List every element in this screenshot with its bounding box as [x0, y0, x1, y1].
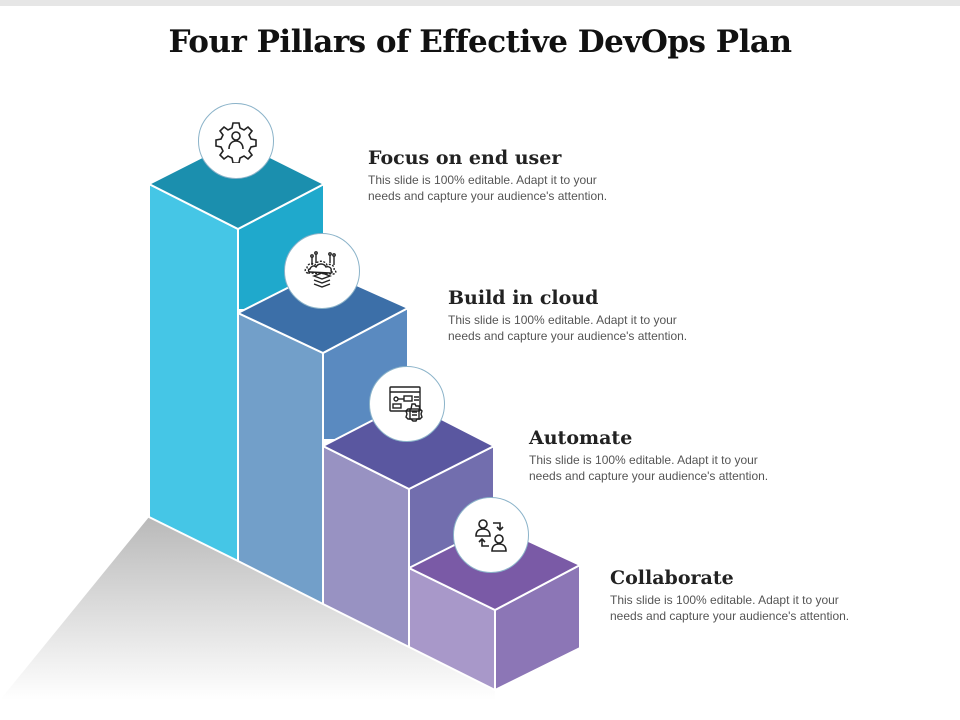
pillar-2-description: This slide is 100% editable. Adapt it to… — [448, 313, 688, 343]
users-exchange-icon — [475, 519, 507, 552]
pillar-3-icon-circle — [369, 366, 445, 442]
workflow-gear-icon — [389, 386, 423, 422]
pillar-3-label: Automate This slide is 100% editable. Ad… — [529, 426, 849, 484]
pillar-1-description: This slide is 100% editable. Adapt it to… — [368, 173, 608, 203]
pillar-2-label: Build in cloud This slide is 100% editab… — [448, 286, 768, 344]
page-title: Four Pillars of Effective DevOps Plan — [168, 24, 792, 60]
pillar-1-label: Focus on end user This slide is 100% edi… — [368, 146, 688, 204]
pillar-3-heading: Automate — [529, 427, 633, 449]
pillar-4-label: Collaborate This slide is 100% editable.… — [610, 566, 930, 624]
pillar-1-icon-circle — [198, 103, 274, 179]
pillar-4-description: This slide is 100% editable. Adapt it to… — [610, 593, 850, 623]
top-bar — [0, 0, 960, 6]
pillar-1-heading: Focus on end user — [368, 147, 562, 169]
cloud-layers-icon — [304, 251, 337, 288]
pillar-2 — [237, 269, 409, 605]
gear-user-icon — [215, 122, 257, 163]
pillar-3-description: This slide is 100% editable. Adapt it to… — [529, 453, 769, 483]
pillar-2-heading: Build in cloud — [448, 287, 599, 309]
pillar-2-icon-circle — [284, 233, 360, 309]
pillar-4-heading: Collaborate — [610, 567, 734, 589]
floor-shadow — [0, 517, 495, 700]
pillar-4-icon-circle — [453, 497, 529, 573]
